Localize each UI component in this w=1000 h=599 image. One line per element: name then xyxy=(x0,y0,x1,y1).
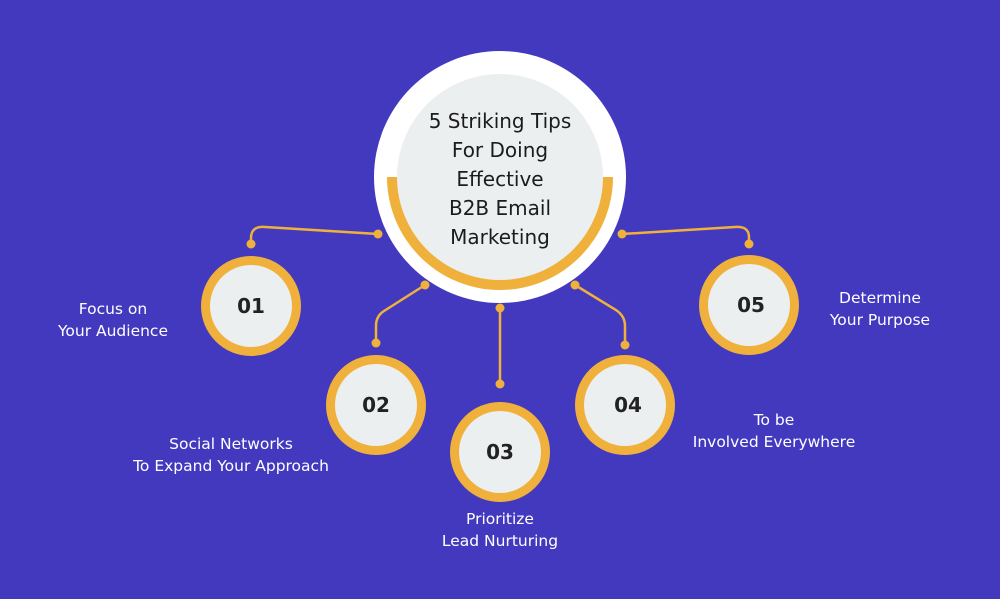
circle-01 xyxy=(201,256,301,356)
tip-number-05: 05 xyxy=(737,293,765,317)
dot xyxy=(495,379,505,389)
dot xyxy=(617,229,627,239)
dot xyxy=(620,340,630,350)
circle-03 xyxy=(450,402,550,502)
tip-label-01: Focus on Your Audience xyxy=(57,300,168,340)
number-circles xyxy=(201,255,799,502)
dot xyxy=(744,239,754,249)
tip-number-03: 03 xyxy=(486,440,514,464)
tip-label-03: Prioritize Lead Nurturing xyxy=(441,510,559,550)
connector-02 xyxy=(374,283,427,345)
tip-label-04: To be Involved Everywhere xyxy=(692,411,856,451)
tip-number-02: 02 xyxy=(362,393,390,417)
central-circle xyxy=(374,51,626,303)
tip-label-05: Determine Your Purpose xyxy=(829,289,931,329)
dot xyxy=(246,239,256,249)
dot xyxy=(371,338,381,348)
connectors xyxy=(249,225,751,386)
title-container: 5 Striking Tips For Doing Effective B2B … xyxy=(395,72,605,282)
diagram-title: 5 Striking Tips For Doing Effective B2B … xyxy=(428,108,572,249)
circle-04 xyxy=(575,355,675,455)
tip-number-01: 01 xyxy=(237,294,265,318)
connector-dots xyxy=(246,229,754,389)
circle-02 xyxy=(326,355,426,455)
tip-number-04: 04 xyxy=(614,393,642,417)
dot xyxy=(495,303,505,313)
dot xyxy=(420,280,430,290)
connector-01 xyxy=(249,225,380,246)
circle-05 xyxy=(699,255,799,355)
dot xyxy=(373,229,383,239)
tip-label-02: Social Networks To Expand Your Approach xyxy=(133,435,329,475)
connector-04 xyxy=(573,283,627,347)
connector-05 xyxy=(620,225,751,246)
dot xyxy=(570,280,580,290)
